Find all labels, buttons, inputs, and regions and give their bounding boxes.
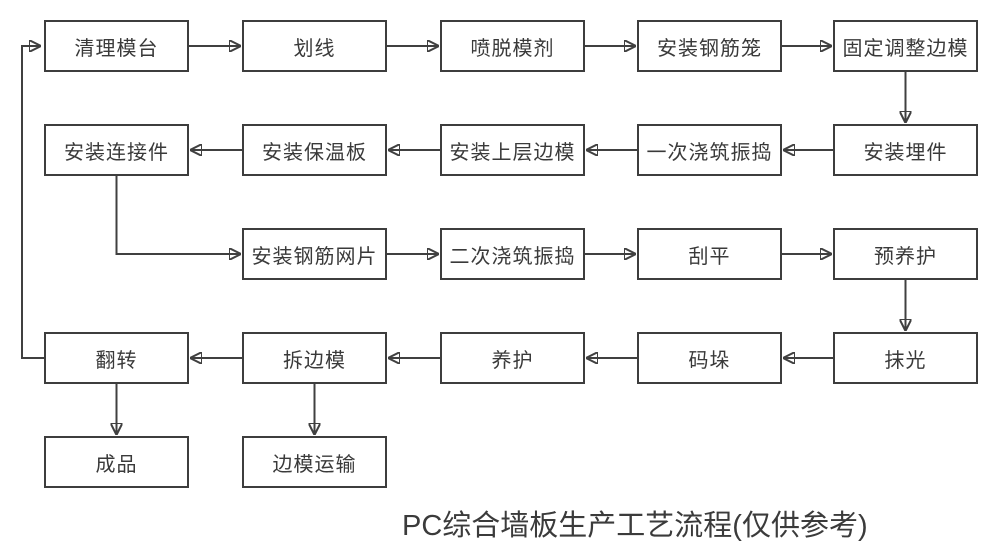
node-label: 二次浇筑振捣	[449, 245, 576, 268]
node-flip: 翻转	[44, 332, 189, 384]
node-trowel-polish: 抹光	[833, 332, 978, 384]
node-scrape-level: 刮平	[637, 228, 782, 280]
node-second-pour: 二次浇筑振捣	[440, 228, 585, 280]
node-label: 喷脱模剂	[470, 37, 555, 60]
node-marking: 划线	[242, 20, 387, 72]
node-label: 安装钢筋笼	[657, 37, 762, 60]
node-label: 清理模台	[74, 37, 159, 60]
node-insulation-board: 安装保温板	[242, 124, 387, 176]
node-label: 安装埋件	[863, 141, 948, 164]
node-pre-curing: 预养护	[833, 228, 978, 280]
node-label: 一次浇筑振捣	[646, 141, 773, 164]
node-rebar-cage: 安装钢筋笼	[637, 20, 782, 72]
node-spray-release: 喷脱模剂	[440, 20, 585, 72]
edge-flip-to-clean-table-feedback	[21, 46, 44, 359]
node-label: 拆边模	[283, 349, 346, 372]
diagram-caption: PC综合墙板生产工艺流程(仅供参考)	[402, 510, 868, 542]
node-label: 安装连接件	[64, 141, 169, 164]
node-label: 抹光	[884, 349, 927, 372]
node-label: 成品	[95, 453, 138, 476]
node-label: 刮平	[688, 245, 731, 268]
node-label: 码垛	[688, 349, 731, 372]
edge-connectors-to-rebar-mesh	[115, 176, 241, 254]
node-label: 划线	[293, 37, 336, 60]
node-upper-side-mold: 安装上层边模	[440, 124, 585, 176]
node-label: 边模运输	[272, 453, 357, 476]
node-label: 安装钢筋网片	[251, 245, 378, 268]
node-curing: 养护	[440, 332, 585, 384]
node-side-mold-transport: 边模运输	[242, 436, 387, 488]
node-stacking: 码垛	[637, 332, 782, 384]
node-first-pour: 一次浇筑振捣	[637, 124, 782, 176]
node-fix-side-mold: 固定调整边模	[833, 20, 978, 72]
node-label: 预养护	[874, 245, 937, 268]
node-label: 安装保温板	[262, 141, 367, 164]
node-clean-table: 清理模台	[44, 20, 189, 72]
node-rebar-mesh: 安装钢筋网片	[242, 228, 387, 280]
node-connectors: 安装连接件	[44, 124, 189, 176]
node-label: 固定调整边模	[842, 37, 969, 60]
node-embedded-parts: 安装埋件	[833, 124, 978, 176]
node-remove-side-mold: 拆边模	[242, 332, 387, 384]
node-label: 养护	[491, 349, 534, 372]
node-finished-product: 成品	[44, 436, 189, 488]
node-label: 安装上层边模	[449, 141, 576, 164]
node-label: 翻转	[95, 349, 138, 372]
